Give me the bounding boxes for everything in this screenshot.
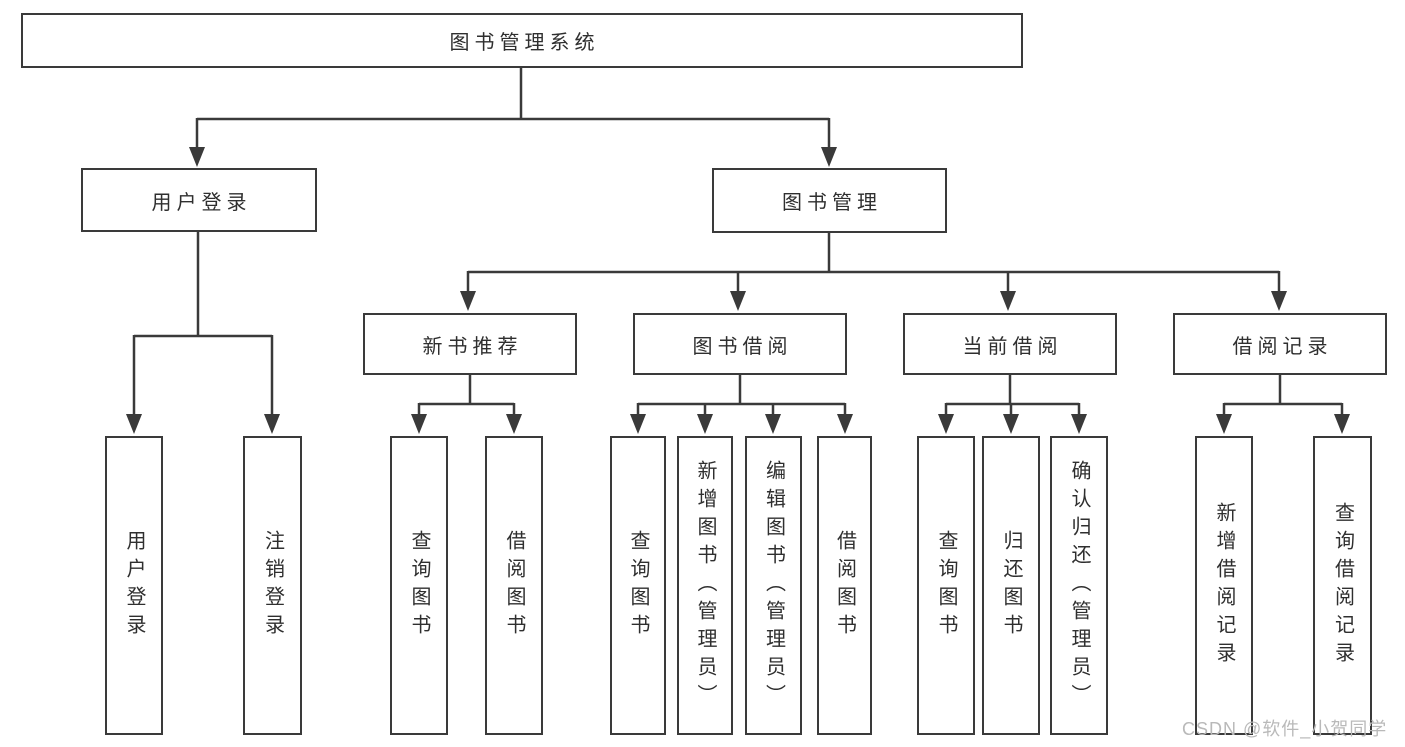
leaf-add-borrow-record: 新增借阅记录: [1195, 436, 1253, 735]
leaf-add-book-admin: 新增图书（管理员）: [677, 436, 733, 735]
leaf-query-books-recommendation: 查询图书: [390, 436, 448, 735]
leaf-edit-book-admin: 编辑图书（管理员）: [745, 436, 802, 735]
leaf-borrow-books-borrowing: 借阅图书: [817, 436, 872, 735]
node-book-management: 图书管理: [712, 168, 947, 233]
leaf-return-books: 归还图书: [982, 436, 1040, 735]
node-current-borrowing: 当前借阅: [903, 313, 1117, 375]
watermark: CSDN @软件_小贺同学: [1182, 719, 1388, 739]
arrowhead-icons: [126, 147, 1350, 434]
leaf-user-login: 用户登录: [105, 436, 163, 735]
node-user-login-group: 用户登录: [81, 168, 317, 232]
leaf-confirm-return-admin: 确认归还（管理员）: [1050, 436, 1108, 735]
leaf-query-books-borrowing: 查询图书: [610, 436, 666, 735]
node-new-book-recommendation: 新书推荐: [363, 313, 577, 375]
node-borrowing-records: 借阅记录: [1173, 313, 1387, 375]
leaf-query-borrow-record: 查询借阅记录: [1313, 436, 1372, 735]
leaf-query-books-current: 查询图书: [917, 436, 975, 735]
node-book-borrowing: 图书借阅: [633, 313, 847, 375]
leaf-borrow-books-recommendation: 借阅图书: [485, 436, 543, 735]
node-library-management-system: 图书管理系统: [21, 13, 1023, 68]
leaf-logout: 注销登录: [243, 436, 302, 735]
